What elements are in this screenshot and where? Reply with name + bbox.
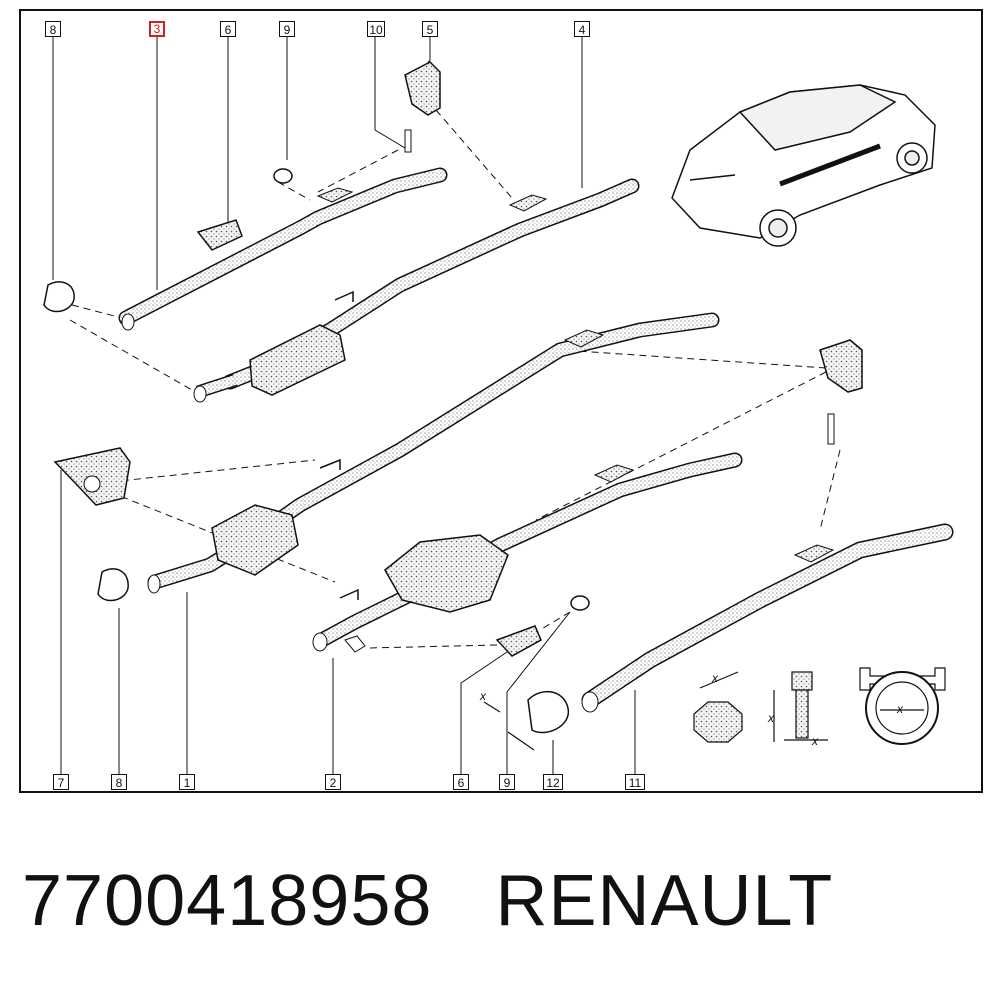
brand-name: RENAULT bbox=[495, 861, 834, 941]
part-caption: 7700418958 RENAULT bbox=[22, 860, 833, 942]
diagram-frame bbox=[19, 9, 983, 793]
dimension-label: x bbox=[479, 689, 487, 703]
nut-part-9-upper bbox=[273, 168, 293, 184]
car-illustration bbox=[671, 84, 936, 247]
nut-part-9-lower bbox=[570, 595, 590, 611]
pipe-part-2 bbox=[312, 452, 743, 653]
pipe-part-11 bbox=[581, 523, 954, 713]
clamp-part-12 bbox=[527, 690, 569, 734]
callout-bottom-1: 7 bbox=[53, 774, 69, 790]
dimension-label: x bbox=[896, 702, 904, 716]
pipe-part-1 bbox=[147, 312, 720, 594]
bolt-part-10-upper bbox=[404, 129, 412, 153]
callout-bottom-2: 8 bbox=[111, 774, 127, 790]
nut-detail-icon bbox=[693, 701, 743, 743]
part-number: 7700418958 bbox=[22, 861, 433, 941]
bolt-part-10-right bbox=[827, 413, 835, 445]
pipe-part-4 bbox=[193, 178, 640, 403]
callout-top-6: 5 bbox=[422, 21, 438, 37]
mount-part-5-upper bbox=[404, 61, 441, 116]
mount-parts bbox=[43, 61, 863, 734]
clamp-part-8-lower bbox=[97, 568, 129, 602]
callout-top-3: 6 bbox=[220, 21, 236, 37]
clamp-part-8-upper bbox=[43, 281, 75, 313]
callout-top-2-highlighted: 3 bbox=[149, 21, 165, 37]
dimension-label: x bbox=[811, 734, 819, 748]
callout-top-5: 10 bbox=[367, 21, 385, 37]
dimension-label: x bbox=[767, 711, 775, 725]
hanger-part-6-upper bbox=[196, 219, 243, 251]
callout-bottom-5: 6 bbox=[453, 774, 469, 790]
callout-bottom-3: 1 bbox=[179, 774, 195, 790]
bolt-detail-icon bbox=[791, 671, 813, 691]
dimension-label: x bbox=[711, 671, 719, 685]
mount-part-5-right bbox=[819, 339, 863, 393]
callout-top-1: 8 bbox=[45, 21, 61, 37]
callout-top-7: 4 bbox=[574, 21, 590, 37]
leader-lines bbox=[52, 37, 636, 774]
dimension-labels: x x x x x bbox=[479, 671, 904, 748]
hanger-part-6-lower bbox=[495, 625, 542, 657]
callout-top-4: 9 bbox=[279, 21, 295, 37]
callout-bottom-7: 12 bbox=[543, 774, 563, 790]
callout-bottom-4: 2 bbox=[325, 774, 341, 790]
pipe-part-3 bbox=[118, 167, 448, 331]
dimension-details bbox=[483, 667, 946, 751]
callout-bottom-6: 9 bbox=[499, 774, 515, 790]
callout-bottom-8: 11 bbox=[625, 774, 645, 790]
